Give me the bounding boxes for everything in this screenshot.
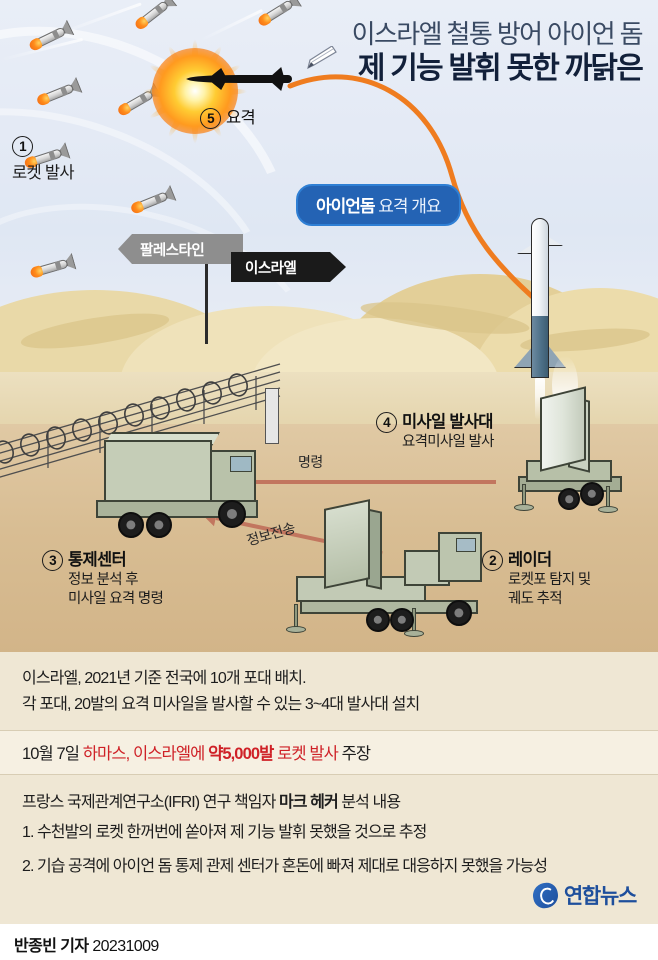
step-3-heading: 3 통제센터	[42, 546, 163, 572]
step-2-title: 레이더	[508, 551, 552, 569]
truck-window	[230, 456, 252, 472]
fact-line-2: 각 포대, 20발의 요격 미사일을 발사할 수 있는 3~4대 발사대 설치	[22, 695, 420, 713]
truck-wheel	[218, 500, 246, 528]
source-line: 프랑스 국제관계연구소(IFRI) 연구 책임자 마크 헤커 분석 내용	[22, 788, 636, 812]
radar-outrigger-foot	[286, 626, 306, 633]
step-2-sub-2: 궤도 추적	[508, 591, 563, 608]
interception-explosion	[140, 36, 250, 146]
callout-step-5: 5 요격	[200, 104, 256, 130]
interceptor-body	[186, 75, 292, 83]
control-center-truck	[82, 428, 272, 548]
step-3-title: 통제센터	[68, 551, 127, 569]
missile-lower-stage	[531, 316, 549, 378]
source-pre: 프랑스 국제관계연구소(IFRI) 연구 책임자	[22, 793, 279, 811]
badge-strong-text: 아이언돔	[316, 197, 376, 216]
headline-block: 이스라엘 철통 방어 아이언 돔 제 기능 발휘 못한 까닭은	[306, 19, 644, 87]
signpost-pole	[205, 262, 208, 344]
radar-truck-window	[456, 538, 476, 552]
step-1-title: 로켓 발사	[12, 164, 75, 182]
radar-wheel	[446, 600, 472, 626]
step-2-heading: 2 레이더	[482, 546, 591, 572]
truck-wheel	[118, 512, 144, 538]
step-4-heading: 4 미사일 발사대	[376, 408, 494, 434]
callout-step-1: 1 로켓 발사	[12, 136, 75, 185]
launched-interceptor-missile	[514, 218, 566, 420]
fact-line-1: 이스라엘, 2021년 기준 전국에 10개 포대 배치.	[22, 670, 307, 687]
interceptor-fin	[270, 67, 284, 77]
truck-cargo-box	[104, 440, 212, 502]
step-5-heading: 5 요격	[200, 104, 256, 130]
byline-reporter: 반종빈 기자	[14, 938, 89, 955]
byline-date: 20231009	[92, 938, 159, 955]
yonhap-logo: 연합뉴스	[530, 880, 637, 910]
launcher-wheel	[580, 482, 604, 506]
claim-tail: 주장	[341, 744, 371, 763]
headline-line-1: 이스라엘 철통 방어 아이언 돔	[351, 19, 644, 49]
radar-outrigger-foot	[404, 630, 424, 637]
step-1-heading: 1	[12, 136, 74, 157]
analysis-point-2: 2. 기습 공격에 아이언 돔 통제 관제 센터가 혼돈에 빠져 제대로 대응하…	[22, 857, 548, 875]
radar-wheel	[366, 608, 390, 632]
callout-step-3: 3 통제센터 정보 분석 후 미사일 요격 명령	[42, 546, 164, 609]
step-1-number: 1	[12, 136, 33, 157]
truck-wheel	[146, 512, 172, 538]
launcher-tube-bank	[540, 386, 586, 472]
claim-amount: 약5,000발	[208, 744, 274, 763]
flow-line-command	[196, 480, 496, 484]
step-5-number: 5	[200, 108, 221, 130]
yonhap-logo-mark-icon	[530, 880, 561, 910]
section-badge: 아이언돔 요격 개요	[296, 184, 461, 226]
step-4-number: 4	[376, 412, 397, 434]
launcher-outrigger-foot	[514, 504, 534, 511]
fence-gate-post	[265, 388, 279, 444]
interceptor-fin	[270, 81, 284, 91]
badge-rest-text: 요격 개요	[374, 197, 441, 216]
desert-hills	[0, 272, 658, 402]
analysis-point-1: 1. 수천발의 로켓 한꺼번에 쏟아져 제 기능 발휘 못했을 것으로 추정	[22, 823, 427, 841]
radar-wheel	[390, 608, 414, 632]
radar-unit	[286, 499, 501, 637]
byline: 반종빈 기자 20231009	[14, 932, 159, 956]
claim-date: 10월 7일	[22, 744, 83, 763]
missile-launcher-unit	[512, 356, 652, 513]
interceptor-silhouette	[186, 67, 292, 91]
launcher-outrigger-foot	[598, 506, 618, 513]
interceptor-trajectory	[287, 74, 539, 303]
step-2-number: 2	[482, 550, 503, 572]
step-2-sub-1: 로켓포 탐지 및	[508, 572, 591, 589]
signpost: 팔레스타인 이스라엘	[118, 228, 328, 344]
facts-panel: 이스라엘, 2021년 기준 전국에 10개 포대 배치. 각 포대, 20발의…	[0, 652, 658, 924]
source-analyst-name: 마크 헤커	[278, 793, 339, 811]
step-4-sub-1: 요격미사일 발사	[402, 434, 495, 451]
claim-red-1: 하마스, 이스라엘에	[82, 744, 209, 763]
interceptor-fin	[210, 81, 226, 90]
step-3-sub-1: 정보 분석 후	[68, 572, 139, 589]
missile-upper-stage	[531, 218, 549, 318]
launcher-wheel	[558, 488, 580, 510]
claim-red-2: 로켓 발사	[273, 744, 342, 763]
explosion-core	[152, 48, 238, 134]
radar-antenna-panel	[324, 499, 370, 589]
illustration-scene: 팔레스타인 이스라엘	[0, 0, 658, 660]
flow-label-command: 명령	[298, 454, 323, 470]
claim-highlight-band: 10월 7일 하마스, 이스라엘에 약5,000발 로켓 발사 주장	[0, 729, 658, 775]
step-4-title: 미사일 발사대	[402, 413, 493, 431]
yonhap-logo-text: 연합뉴스	[563, 885, 637, 908]
step-5-title: 요격	[226, 109, 256, 127]
callout-step-2: 2 레이더 로켓포 탐지 및 궤도 추적	[482, 546, 591, 609]
pen-icon	[306, 46, 337, 70]
source-post: 분석 내용	[337, 793, 401, 811]
interceptor-fin	[210, 68, 226, 77]
sign-palestine: 팔레스타인	[118, 234, 243, 264]
headline-line-2: 제 기능 발휘 못한 까닭은	[357, 52, 644, 86]
callout-step-4: 4 미사일 발사대 요격미사일 발사	[376, 408, 495, 452]
sign-israel: 이스라엘	[231, 252, 346, 282]
step-3-number: 3	[42, 550, 63, 572]
step-3-sub-2: 미사일 요격 명령	[68, 591, 164, 608]
